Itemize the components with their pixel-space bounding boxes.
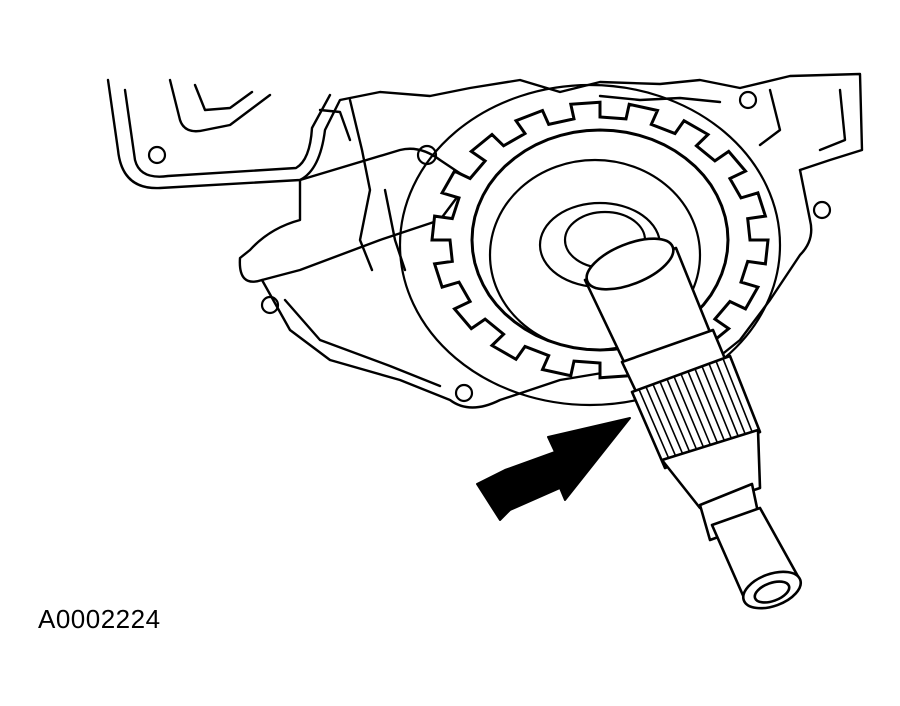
toothed-ring (430, 100, 770, 380)
housing-lower-inner (283, 298, 442, 388)
bolt-hole (812, 200, 832, 220)
housing-outer-top-inner (123, 88, 332, 178)
bore-outer-ring (398, 83, 782, 407)
transmission-housing (106, 72, 864, 409)
figure-id-label: A0002224 (38, 604, 161, 634)
shaft-step (660, 428, 762, 510)
input-shaft (583, 237, 803, 610)
pointer-arrow-icon (476, 417, 631, 521)
housing-outer-top (106, 72, 864, 190)
housing-rib-left (168, 78, 272, 133)
housing-right-edge (713, 168, 813, 362)
housing-rib-mid (348, 98, 407, 272)
shaft-spline-lines (638, 358, 754, 466)
bolt-hole (738, 90, 758, 110)
bolt-hole (260, 295, 280, 315)
bolt-hole (147, 145, 167, 165)
housing-left-flange (238, 147, 472, 283)
gear-teeth (430, 100, 770, 380)
housing-lower-edge (260, 278, 662, 409)
bolt-hole (454, 383, 474, 403)
shaft-pilot-bore (753, 580, 791, 604)
housing-right-inner (758, 88, 847, 152)
housing-rib-inner (318, 94, 722, 142)
shaft-upper-end (585, 237, 675, 291)
